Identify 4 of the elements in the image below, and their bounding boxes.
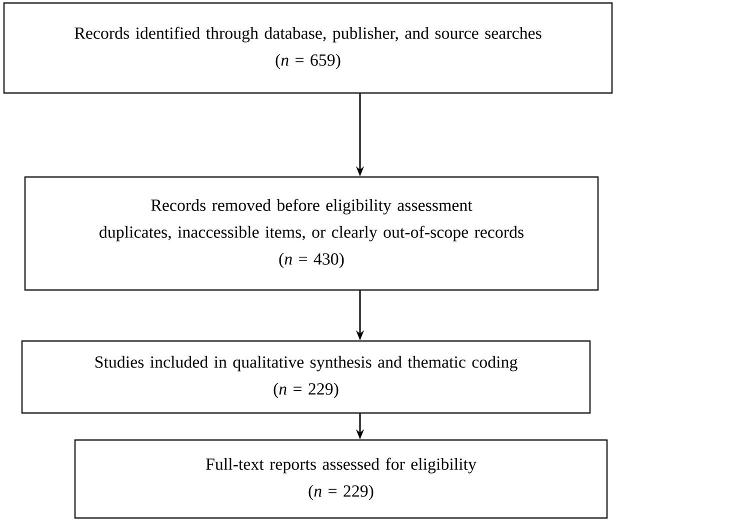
process-box: Studies included in qualitative synthesis and thematic coding (n = 229) [21, 340, 591, 414]
process-box: Records removed before eligibility assessment duplicates, inaccessible items, or clearly out-of-scope records (n = 430) [24, 176, 599, 291]
process-box: Records identified through database, publisher, and source searches (n = 659) [3, 2, 613, 94]
process-box: Full-text reports assessed for eligibility (n = 229) [74, 439, 608, 519]
